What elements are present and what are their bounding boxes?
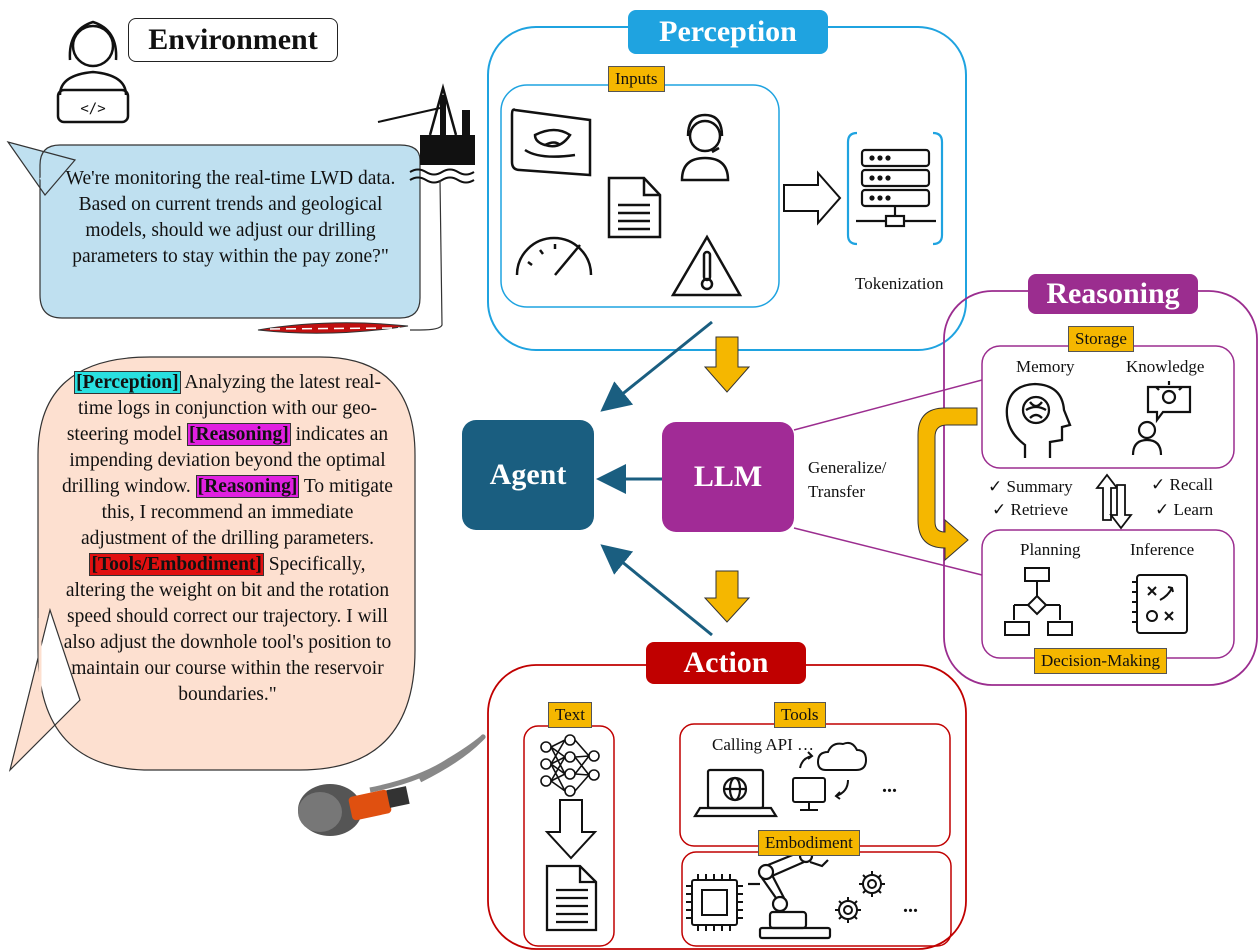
server-icon	[846, 131, 944, 246]
llm-node: LLM	[662, 422, 794, 532]
environment-title-box: Environment	[128, 18, 338, 62]
output-document-icon	[545, 864, 598, 932]
summary-label: ✓ Summary	[988, 477, 1073, 496]
cloud-computer-icon	[792, 741, 868, 811]
inference-label: Inference	[1130, 540, 1195, 559]
storage-decision-arrows	[1095, 473, 1133, 530]
reasoning-flow-arrow	[917, 407, 978, 562]
tools-embodiment-tag: [Tools/Embodiment]	[89, 553, 264, 576]
calling-api-label: Calling API …	[712, 735, 815, 754]
storage-tag: Storage	[1068, 326, 1134, 352]
response-part-2: indicates an impending deviation beyond …	[62, 424, 389, 497]
robot-arm-icon	[748, 844, 832, 940]
environment-title: Environment	[148, 23, 318, 56]
tools-tag: Tools	[774, 702, 826, 728]
reasoning-title: Reasoning	[1028, 274, 1198, 314]
neural-network-icon	[540, 734, 600, 797]
perception-title: Perception	[628, 10, 828, 54]
drill-bit-icon	[298, 734, 486, 836]
recall-label: ✓ Recall	[1151, 475, 1213, 494]
knowledge-idea-icon	[1131, 381, 1192, 456]
user-speech-bubble	[6, 140, 421, 319]
planning-label: Planning	[1020, 540, 1081, 559]
offshore-rig-icon	[377, 83, 475, 331]
developer-user-icon: </>	[56, 20, 130, 124]
flowchart-icon	[1004, 567, 1073, 636]
tools-more: ...	[882, 775, 897, 797]
text-generation-arrow	[544, 799, 598, 860]
reasoning-tag-1: [Reasoning]	[187, 423, 291, 446]
tokenize-arrow	[783, 170, 842, 226]
retrieve-label: ✓ Retrieve	[992, 500, 1069, 519]
learn-label: ✓ Learn	[1155, 500, 1214, 519]
response-part-3: To mitigate this, I recommend an immedia…	[81, 476, 393, 549]
headset-user-icon	[680, 113, 730, 182]
generalize-transfer-label: Generalize/ Transfer	[808, 458, 887, 501]
document-icon	[607, 176, 662, 239]
agent-label: Agent	[489, 458, 567, 491]
text-tag: Text	[548, 702, 592, 728]
knowledge-label: Knowledge	[1126, 357, 1205, 376]
tokenization-label: Tokenization	[855, 274, 944, 293]
embodiment-tag: Embodiment	[758, 830, 860, 856]
perception-box	[487, 26, 967, 351]
embodiment-more: ...	[903, 895, 918, 917]
inputs-tag: Inputs	[608, 66, 665, 92]
agent-response-text: [Perception] Analyzing the latest real-t…	[60, 370, 395, 708]
temperature-warning-icon	[670, 234, 743, 297]
strategy-board-icon	[1132, 574, 1188, 634]
action-title: Action	[646, 642, 806, 684]
drill-pipe-icon	[257, 322, 409, 334]
llm-to-action-arrow	[703, 570, 751, 623]
response-part-4: Specifically, altering the weight on bit…	[63, 554, 392, 705]
memory-label: Memory	[1016, 357, 1075, 376]
microchip-icon	[686, 874, 743, 931]
gauge-icon	[515, 236, 593, 276]
brain-head-icon	[1005, 382, 1072, 458]
perception-to-llm-arrow	[703, 336, 751, 393]
svg-text:</>: </>	[80, 101, 105, 117]
response-part-1: Analyzing the latest real-time logs in c…	[66, 372, 381, 445]
inputs-box	[500, 84, 780, 308]
llm-label: LLM	[693, 460, 763, 493]
user-query-text: We're monitoring the real-time LWD data.…	[65, 168, 396, 267]
laptop-globe-icon	[693, 768, 778, 818]
decision-making-tag: Decision-Making	[1034, 648, 1167, 674]
agent-node: Agent	[462, 420, 594, 530]
map-icon	[510, 108, 592, 177]
perception-tag: [Perception]	[74, 371, 181, 394]
gears-icon	[835, 871, 885, 923]
reasoning-tag-2: [Reasoning]	[195, 475, 300, 498]
